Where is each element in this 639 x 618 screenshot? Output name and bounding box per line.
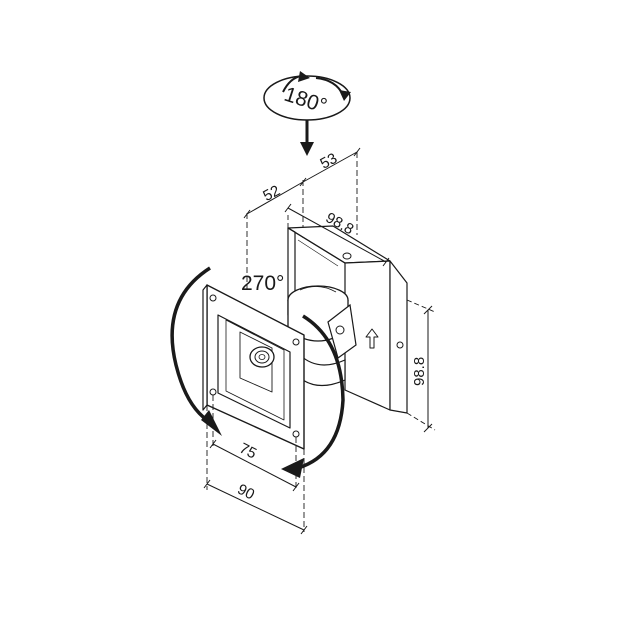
wall-plate-side [389,260,408,414]
dim-line-width [287,207,387,263]
dim-line-52 [246,181,304,215]
dim-line-53 [302,151,358,183]
tilt-indicator: 270° [170,266,345,478]
vesa-plate-inner [217,314,291,429]
dim-label-height: 98.8 [411,357,428,386]
down-arrow-head [300,142,314,156]
dim-label-53: 53 [317,150,340,173]
tilt-label: 270° [241,272,284,295]
dim-line-90 [206,483,305,531]
swivel-label: 180° [281,83,329,118]
tilt-arrowhead-left [201,410,222,436]
vesa-hole-tr [292,338,300,346]
dim-label-90: 90 [235,481,258,504]
wall-plate-side-hole [396,341,404,349]
wall-plate-screw-hole [342,252,352,260]
tilt-arc-right [297,314,345,470]
swivel-arrowhead-right [339,90,351,101]
up-arrow-icon [365,328,379,349]
vesa-dimensions: 75 90 [203,395,308,535]
dim-label-75: 75 [237,440,260,463]
dim-label-52: 52 [260,182,283,205]
dim-line-75 [212,443,297,488]
tilt-joint [287,285,357,387]
tilt-arrowhead-right [281,458,304,478]
depth-dimensions: 52 53 [243,147,361,290]
swivel-arrowhead-left [298,71,310,82]
swivel-indicator: 180° [263,71,351,156]
height-dimension: 98.8 [406,299,436,433]
tilt-arc-left [170,266,211,422]
tilt-bracket [327,303,357,359]
vesa-plate [202,284,305,450]
vesa-hole-tl [209,294,217,302]
